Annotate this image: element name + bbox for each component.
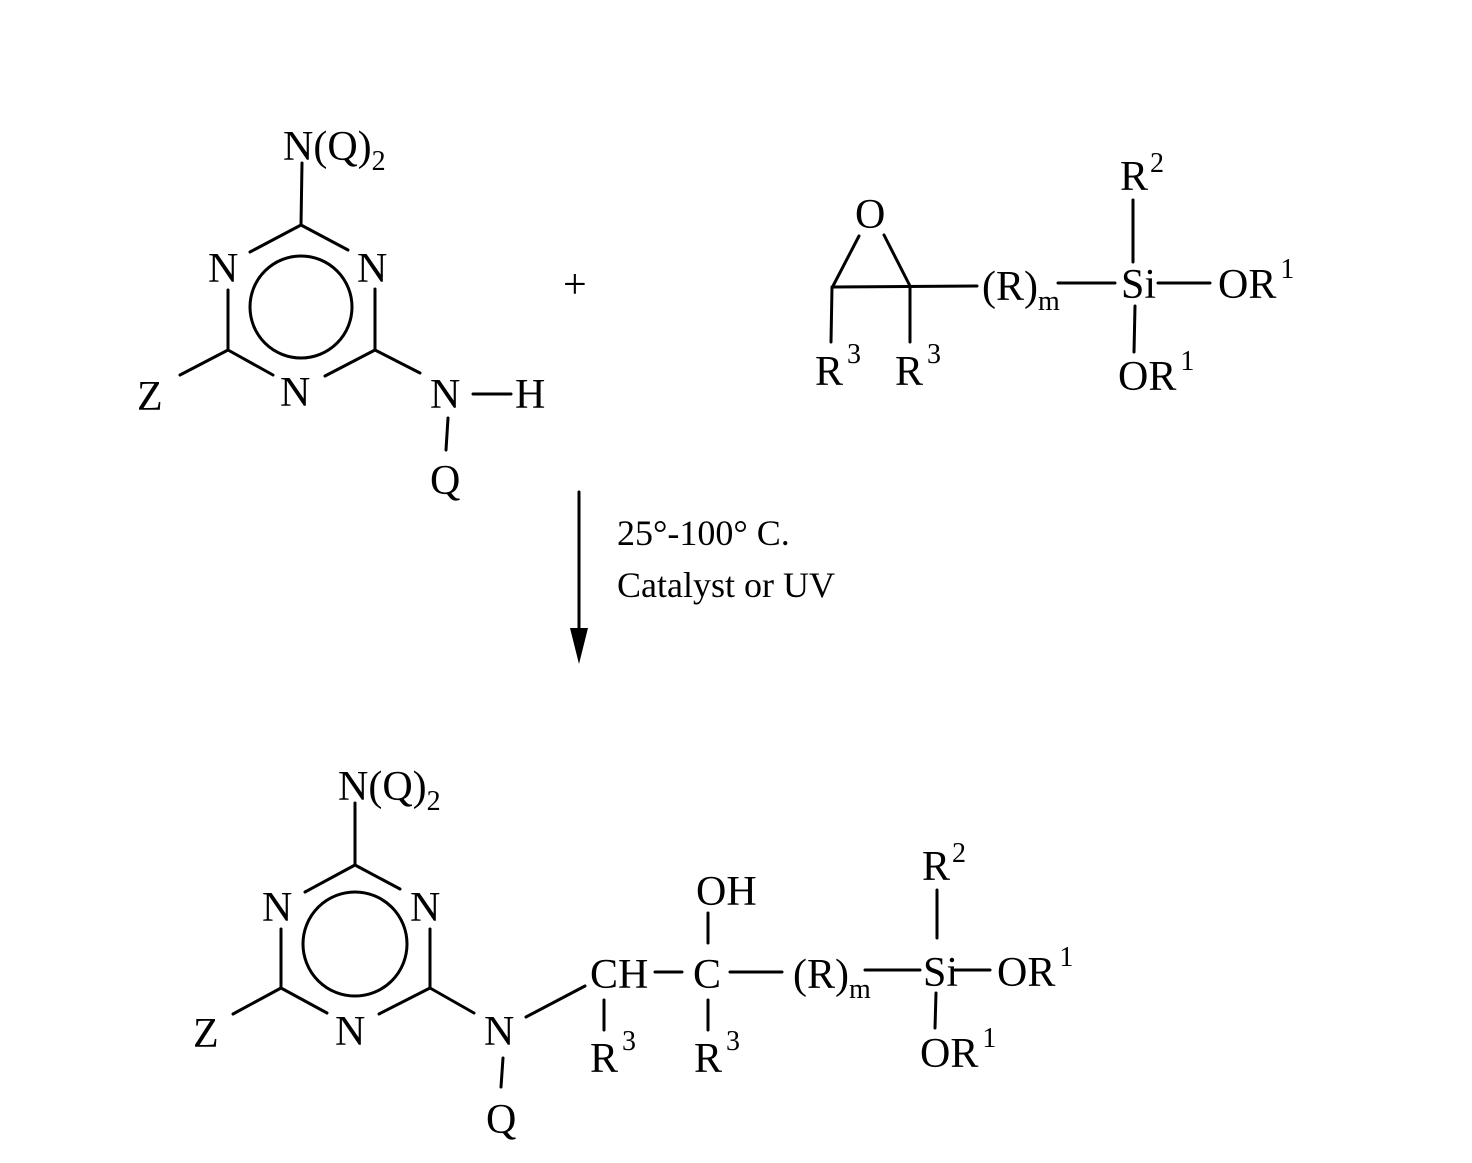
bond <box>226 348 275 377</box>
arrow-head-icon <box>570 628 588 664</box>
bond <box>178 348 230 377</box>
epoxide-oxygen: O <box>855 192 885 238</box>
product-ring-n-left: N <box>262 885 292 931</box>
bond <box>299 161 304 227</box>
bond <box>1132 304 1137 354</box>
bond <box>323 348 377 378</box>
condition-catalyst: Catalyst or UV <box>617 565 835 605</box>
product-r2-group: R2 <box>922 838 966 890</box>
silicon: Si <box>1121 262 1156 308</box>
top-group-label: N(Q)2 <box>283 124 386 177</box>
bond <box>373 348 422 375</box>
bond <box>299 223 350 252</box>
ring-n-right: N <box>357 246 387 292</box>
ring-n-left: N <box>208 246 238 292</box>
bond <box>831 284 979 289</box>
bond <box>428 986 476 1015</box>
product-amine-q: Q <box>486 1097 516 1143</box>
bond <box>829 285 834 344</box>
product-ring-n-right: N <box>410 885 440 931</box>
product-top-group: N(Q)2 <box>338 764 441 817</box>
bond <box>377 986 432 1016</box>
bond <box>248 223 303 254</box>
bond <box>933 991 938 1030</box>
amine-q: Q <box>430 458 460 504</box>
bond <box>279 986 329 1015</box>
ch-group: CH <box>590 952 648 998</box>
bond <box>303 863 357 894</box>
amine-h: H <box>515 372 545 418</box>
r2-group: R2 <box>1120 148 1164 200</box>
product-linker-r-m: (R)m <box>793 952 871 1005</box>
bond <box>882 233 912 288</box>
bond <box>353 863 402 891</box>
product-amine-n: N <box>484 1009 514 1055</box>
product-aromatic-ring <box>301 890 409 998</box>
product-ring-n-bottom: N <box>335 1009 365 1055</box>
central-carbon: C <box>693 952 721 998</box>
linker-r-m: (R)m <box>982 264 1060 317</box>
plus-sign: + <box>563 262 587 308</box>
amine-n: N <box>430 372 460 418</box>
ring-n-bottom: N <box>280 370 310 416</box>
bond <box>444 416 450 452</box>
z-substituent: Z <box>137 374 163 420</box>
product-z-substituent: Z <box>193 1011 219 1057</box>
reaction-arrow: 25°-100° C. Catalyst or UV <box>570 490 835 664</box>
hydroxyl-group: OH <box>696 869 757 915</box>
bond <box>524 984 587 1019</box>
reactant-triazine: N(Q)2 N N Z N N H Q <box>137 124 545 504</box>
bond <box>499 1056 505 1089</box>
bond <box>831 234 861 288</box>
bond <box>231 986 283 1016</box>
condition-temperature: 25°-100° C. <box>617 513 790 553</box>
aromatic-ring <box>248 254 354 360</box>
product-silicon: Si <box>923 950 958 996</box>
